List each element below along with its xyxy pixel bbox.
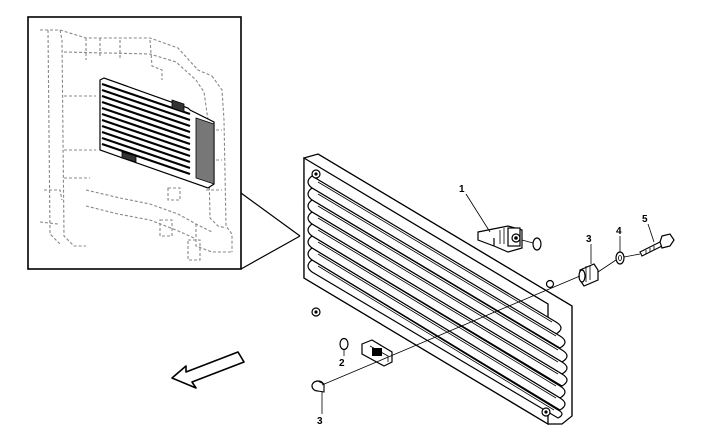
chassis-frame-ghost — [39, 29, 233, 261]
fin-channel-lines — [317, 181, 559, 411]
part-3-fitting-lower — [311, 380, 325, 393]
inset-detail-view — [27, 16, 301, 270]
upper-mounting-bracket — [477, 225, 523, 253]
callout-1-leader — [465, 193, 491, 233]
callout-3-upper: 3 — [586, 234, 592, 245]
callout-5-leader — [647, 223, 655, 243]
callout-4: 4 — [616, 226, 622, 237]
front-direction-arrow-icon — [171, 351, 245, 389]
part-2-o-ring — [339, 337, 349, 351]
inset-leader-bottom — [240, 235, 301, 270]
part-5-bolt — [639, 233, 675, 257]
oil-cooler-assembly — [303, 153, 573, 426]
callout-1: 1 — [459, 184, 465, 195]
o-ring-upper-leader — [521, 239, 534, 244]
cooler-fins — [307, 175, 568, 419]
assembly-lines — [321, 193, 655, 414]
o-ring-upper — [532, 237, 542, 251]
part-3-fitting-upper — [578, 263, 599, 287]
callout-3-lower: 3 — [317, 416, 323, 427]
inset-leader-top — [240, 192, 301, 237]
lower-mounting-bracket — [361, 339, 393, 367]
corner-boss-top-right — [545, 279, 555, 289]
inset-oil-cooler — [99, 77, 215, 189]
callout-2: 2 — [339, 358, 345, 369]
callout-5: 5 — [642, 214, 648, 225]
